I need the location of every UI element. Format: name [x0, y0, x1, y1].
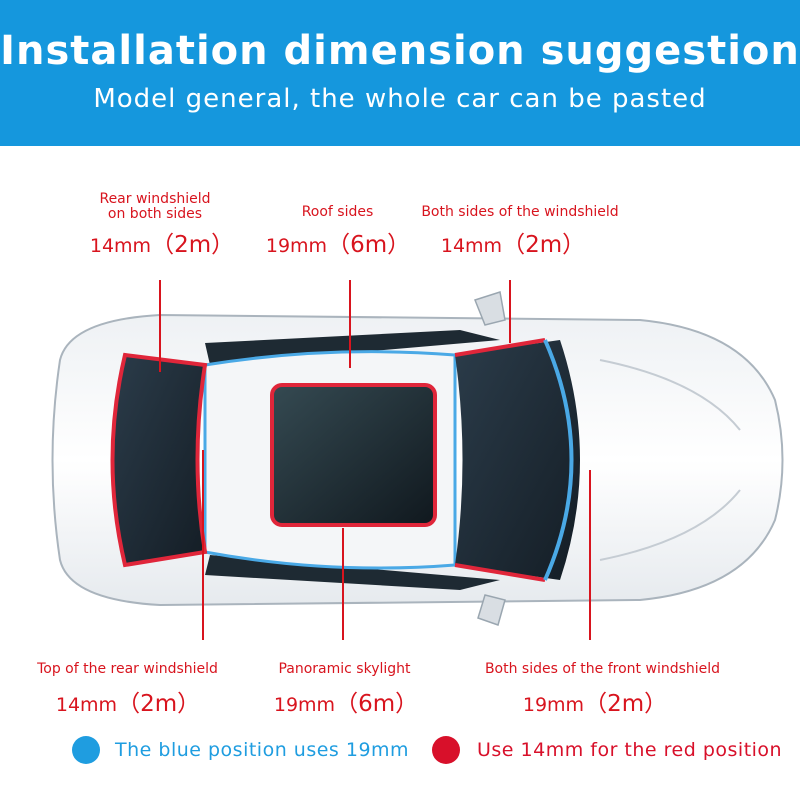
- panoramic-skylight: [270, 383, 437, 527]
- callout-front-sides-dim: 19mm（2m）: [522, 691, 668, 717]
- header-banner: Installation dimension suggestion Model …: [0, 0, 800, 146]
- callout-roof-sides-dim: 19mm（6m）: [265, 232, 411, 258]
- legend-blue-text: The blue position uses 19mm: [115, 739, 410, 761]
- callout-front-sides-label: Both sides of the front windshield: [484, 661, 721, 677]
- page-subtitle: Model general, the whole car can be past…: [93, 84, 707, 114]
- car-top-view-icon: [51, 280, 784, 640]
- callout-rear-sides-label: Rear windshield on both sides: [99, 191, 211, 222]
- callout-rear-top-dim: 14mm（2m）: [55, 691, 201, 717]
- legend-red-text: Use 14mm for the red position: [477, 739, 783, 761]
- callout-rear-top-label: Top of the rear windshield: [37, 661, 218, 677]
- callout-roof-sides-label: Roof sides: [301, 204, 374, 220]
- front-windshield: [455, 340, 580, 580]
- callout-rear-sides-dim: 14mm（2m）: [89, 232, 235, 258]
- page-title: Installation dimension suggestion: [0, 28, 800, 74]
- legend-blue-dot: [72, 736, 100, 764]
- callout-skylight-label: Panoramic skylight: [278, 661, 411, 677]
- callout-windshield-sides-dim: 14mm（2m）: [440, 232, 586, 258]
- callout-windshield-sides-label: Both sides of the windshield: [421, 204, 619, 220]
- callout-skylight-dim: 19mm（6m）: [273, 691, 419, 717]
- legend-red-dot: [432, 736, 460, 764]
- rear-windshield: [110, 352, 208, 568]
